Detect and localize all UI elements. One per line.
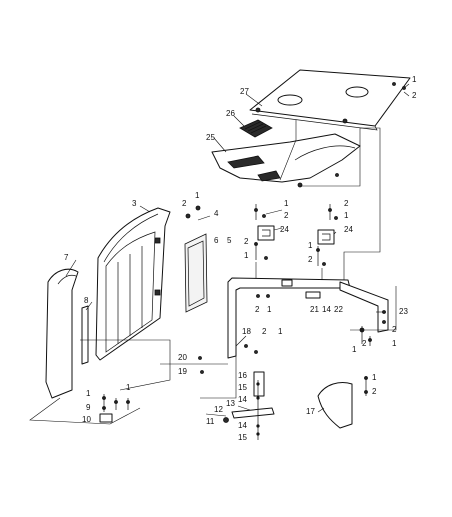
callout-8: 8 [84, 296, 89, 305]
callout-2: 2 [412, 91, 417, 100]
leader-lines [65, 83, 410, 417]
callout-21: 21 [310, 305, 319, 314]
callout-2: 2 [255, 305, 260, 314]
callout-5: 5 [227, 236, 232, 245]
callout-2: 2 [182, 199, 187, 208]
callout-6: 6 [214, 236, 219, 245]
callout-19: 19 [178, 367, 187, 376]
callout-15: 15 [238, 383, 247, 392]
callout-2: 2 [392, 325, 397, 334]
callout-20: 20 [178, 353, 187, 362]
hinge-assembly [223, 371, 275, 423]
callout-14: 14 [238, 395, 247, 404]
callout-11: 11 [206, 417, 215, 426]
callout-7: 7 [64, 253, 69, 262]
callout-2: 2 [244, 237, 249, 246]
callout-14: 14 [238, 421, 247, 430]
callout-12: 12 [214, 405, 223, 414]
seal-strip [81, 305, 89, 365]
callout-1: 1 [308, 241, 313, 250]
side-cover [45, 268, 79, 399]
callout-27: 27 [240, 87, 249, 96]
callout-2: 2 [372, 387, 377, 396]
callout-2: 2 [262, 327, 267, 336]
callout-1: 1 [86, 389, 91, 398]
callout-13: 13 [226, 399, 235, 408]
callout-1: 1 [244, 251, 249, 260]
door-frame [95, 207, 171, 361]
callout-10: 10 [82, 415, 91, 424]
callout-14: 14 [322, 305, 331, 314]
callout-2: 2 [344, 199, 349, 208]
bracket-left [257, 225, 275, 241]
callout-2: 2 [362, 339, 367, 348]
headliner [211, 133, 361, 188]
callout-1: 1 [372, 373, 377, 382]
callout-1: 1 [352, 345, 357, 354]
callout-23: 23 [399, 307, 408, 316]
frame-assembly [227, 277, 389, 359]
assembly-lines [29, 120, 397, 425]
bracket-right [317, 229, 335, 245]
glass-panel [184, 233, 208, 313]
callout-15: 15 [238, 433, 247, 442]
callout-22: 22 [334, 305, 343, 314]
callout-1: 1 [195, 191, 200, 200]
callout-1: 1 [344, 211, 349, 220]
callout-4: 4 [214, 209, 219, 218]
callout-9: 9 [86, 403, 91, 412]
callout-17: 17 [306, 407, 315, 416]
callout-1: 1 [278, 327, 283, 336]
callout-labels: 1 2 27 26 25 3 2 1 4 6 5 7 8 1 2 2 1 24 … [64, 75, 417, 442]
callout-2: 2 [284, 211, 289, 220]
fastener-icons [103, 204, 371, 440]
callout-3: 3 [132, 199, 137, 208]
callout-25: 25 [206, 133, 215, 142]
callout-24: 24 [280, 225, 289, 234]
callout-2: 2 [308, 255, 313, 264]
callout-1: 1 [126, 383, 131, 392]
callout-1: 1 [267, 305, 272, 314]
callout-1: 1 [412, 75, 417, 84]
callout-18: 18 [242, 327, 251, 336]
roof-panel [249, 69, 411, 131]
trim-piece [317, 382, 353, 429]
latch [99, 413, 113, 423]
callout-26: 26 [226, 109, 235, 118]
callout-24: 24 [344, 225, 353, 234]
callout-1: 1 [284, 199, 289, 208]
vent-grille [239, 119, 273, 138]
callout-16: 16 [238, 371, 247, 380]
callout-1: 1 [392, 339, 397, 348]
